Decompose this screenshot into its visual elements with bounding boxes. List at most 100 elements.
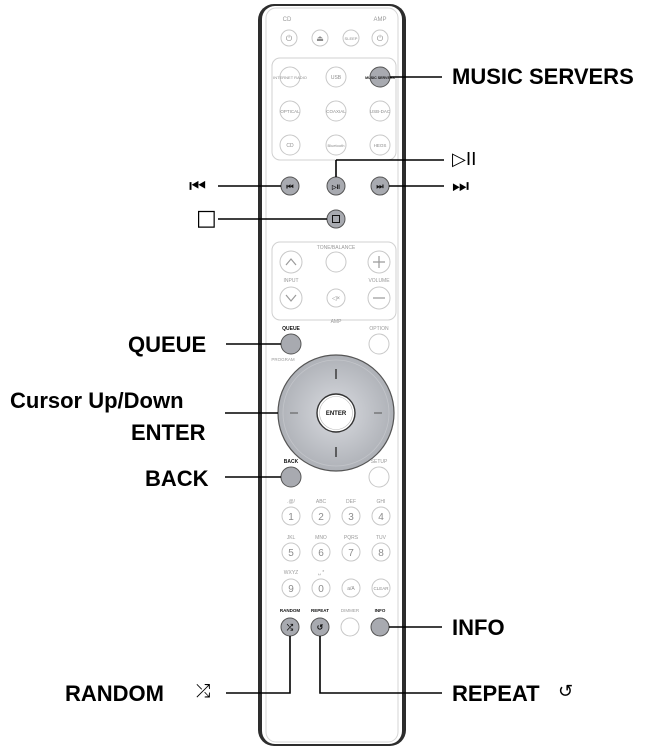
queue-button[interactable] bbox=[280, 333, 302, 355]
dimmer-label: DIMMER bbox=[341, 608, 360, 613]
key-7-sub: PQRS bbox=[344, 535, 359, 541]
volume-label: VOLUME bbox=[368, 278, 390, 284]
repeat-button-label: REPEAT bbox=[311, 608, 329, 613]
case-toggle-key[interactable] bbox=[341, 578, 361, 598]
input-down-button[interactable] bbox=[279, 286, 303, 310]
amp-section-frame bbox=[271, 241, 397, 321]
info-button[interactable] bbox=[370, 617, 390, 637]
next-callout-icon: ⏭ bbox=[452, 175, 470, 197]
key-1[interactable] bbox=[281, 506, 301, 526]
key-2-label: 2 bbox=[318, 512, 324, 523]
back-button-label: BACK bbox=[284, 459, 299, 465]
back-button[interactable] bbox=[280, 466, 302, 488]
info-callout: INFO bbox=[452, 615, 505, 640]
internet-radio-label: INTERNET RADIO bbox=[273, 75, 307, 80]
enter-button[interactable] bbox=[316, 393, 356, 433]
enter-callout: ENTER bbox=[131, 420, 206, 445]
repeat-callout: REPEAT bbox=[452, 681, 540, 706]
eject-button[interactable] bbox=[311, 29, 329, 47]
key-8-sub: TUV bbox=[376, 535, 387, 541]
key-3-sub: DEF bbox=[346, 499, 356, 505]
random-button-label: RANDOM bbox=[280, 608, 300, 613]
mute-icon: ◁× bbox=[332, 296, 341, 302]
cursor-callout: Cursor Up/Down bbox=[10, 388, 184, 413]
stop-callout-icon: □ bbox=[196, 206, 217, 231]
stop-icon bbox=[332, 215, 340, 223]
cd-source-button[interactable] bbox=[279, 134, 301, 156]
leader-lines bbox=[218, 76, 444, 694]
key-8-label: 8 bbox=[378, 548, 384, 559]
key-1-label: 1 bbox=[288, 512, 294, 523]
tone-balance-label: TONE/BALANCE bbox=[317, 245, 356, 251]
heos-button[interactable] bbox=[369, 134, 391, 156]
key-3[interactable] bbox=[341, 506, 361, 526]
back-callout: BACK bbox=[145, 466, 209, 491]
dimmer-button[interactable] bbox=[340, 617, 360, 637]
amp-power-button[interactable] bbox=[371, 29, 389, 47]
usb-dac-button[interactable] bbox=[369, 100, 391, 122]
repeat-icon: ↺ bbox=[317, 623, 324, 632]
power-row: ⏻ ⏏ SLEEP ⏻ bbox=[280, 29, 389, 47]
key-0-label: 0 bbox=[318, 584, 324, 595]
chevron-down-icon bbox=[285, 294, 297, 302]
previous-icon: ⏮ bbox=[286, 182, 293, 191]
coaxial-button[interactable] bbox=[325, 100, 347, 122]
bottom-row: RANDOM REPEAT DIMMER INFO ⤮ ↺ bbox=[280, 608, 390, 637]
cursor-pad[interactable]: ENTER bbox=[277, 354, 395, 472]
amp-section-label: AMP bbox=[331, 319, 343, 325]
key-9[interactable] bbox=[281, 578, 301, 598]
key-6[interactable] bbox=[311, 542, 331, 562]
usb-dac-label: USB-DAC bbox=[370, 109, 391, 114]
cd-power-button[interactable] bbox=[280, 29, 298, 47]
optical-button[interactable] bbox=[279, 100, 301, 122]
usb-label: USB bbox=[331, 75, 342, 81]
clear-label: CLEAR bbox=[373, 586, 389, 591]
option-button[interactable] bbox=[368, 333, 390, 355]
cd-source-label: CD bbox=[286, 143, 294, 149]
setup-button[interactable] bbox=[368, 466, 390, 488]
tone-balance-button[interactable] bbox=[325, 251, 347, 273]
key-4-label: 4 bbox=[378, 512, 384, 523]
mute-button[interactable] bbox=[326, 288, 346, 308]
key-2[interactable] bbox=[311, 506, 331, 526]
key-3-label: 3 bbox=[348, 512, 354, 523]
cd-power-icon: ⏻ bbox=[286, 34, 293, 43]
random-leader bbox=[226, 636, 291, 694]
key-4[interactable] bbox=[371, 506, 391, 526]
key-0-sub: ␣ * bbox=[318, 570, 325, 576]
key-6-sub: MNO bbox=[315, 535, 327, 541]
clear-key[interactable] bbox=[371, 578, 391, 598]
key-6-label: 6 bbox=[318, 548, 324, 559]
key-8[interactable] bbox=[371, 542, 391, 562]
queue-button-label: QUEUE bbox=[282, 326, 300, 332]
number-keypad: .@/ 1 ABC 2 DEF 3 GHI 4 JKL 5 MNO 6 PQRS… bbox=[281, 499, 391, 598]
heos-label: HEOS bbox=[374, 143, 387, 148]
coaxial-label: COAXIAL bbox=[326, 109, 346, 114]
key-7[interactable] bbox=[341, 542, 361, 562]
repeat-callout-icon: ↺ bbox=[558, 681, 574, 702]
music-servers-button-label: MUSIC SERVERS bbox=[365, 76, 395, 80]
eject-icon: ⏏ bbox=[316, 34, 324, 43]
key-5[interactable] bbox=[281, 542, 301, 562]
key-0[interactable] bbox=[311, 578, 331, 598]
play-pause-icon: ▷II bbox=[331, 184, 340, 191]
bluetooth-button[interactable] bbox=[325, 134, 347, 156]
usb-button[interactable] bbox=[325, 66, 347, 88]
key-9-sub: WXYZ bbox=[284, 570, 298, 576]
repeat-leader bbox=[319, 636, 442, 694]
input-up-button[interactable] bbox=[279, 250, 303, 274]
key-9-label: 9 bbox=[288, 584, 294, 595]
source-buttons: INTERNET RADIO USB MUSIC SERVERS OPTICAL… bbox=[273, 66, 395, 156]
input-label: INPUT bbox=[284, 278, 299, 284]
optical-label: OPTICAL bbox=[280, 109, 300, 114]
transport-buttons: ⏮ ▷II ⏭ bbox=[280, 176, 390, 229]
queue-callout: QUEUE bbox=[128, 332, 207, 357]
key-5-label: 5 bbox=[288, 548, 294, 559]
stop-button[interactable] bbox=[326, 209, 346, 229]
option-label: OPTION bbox=[369, 326, 389, 332]
case-toggle-label: a/A bbox=[347, 586, 355, 592]
sleep-button[interactable] bbox=[342, 29, 360, 47]
key-7-label: 7 bbox=[348, 548, 354, 559]
internet-radio-button[interactable] bbox=[279, 66, 301, 88]
